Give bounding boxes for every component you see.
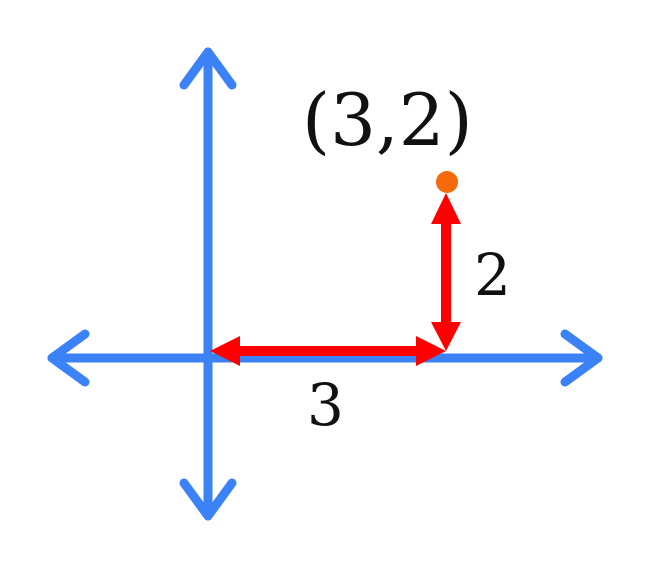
y-axis-top-arrowhead	[179, 47, 237, 90]
horizontal-step-left-arrowhead	[210, 336, 240, 366]
plotted-point	[436, 171, 458, 193]
step-arrows	[210, 193, 461, 366]
horizontal-step-label: 3	[307, 371, 344, 439]
point-coordinate-label: (3,2)	[302, 78, 473, 162]
x-axis-right-arrowhead	[560, 329, 603, 387]
y-axis-bottom-arrowhead	[179, 478, 237, 521]
x-axis-left-arrowhead	[47, 329, 90, 387]
coordinate-axes	[47, 47, 603, 521]
vertical-step-top-arrowhead	[431, 193, 461, 224]
vertical-step-bottom-arrowhead	[431, 322, 461, 351]
horizontal-step-right-arrowhead	[416, 336, 446, 366]
vertical-step-label: 2	[474, 241, 511, 309]
